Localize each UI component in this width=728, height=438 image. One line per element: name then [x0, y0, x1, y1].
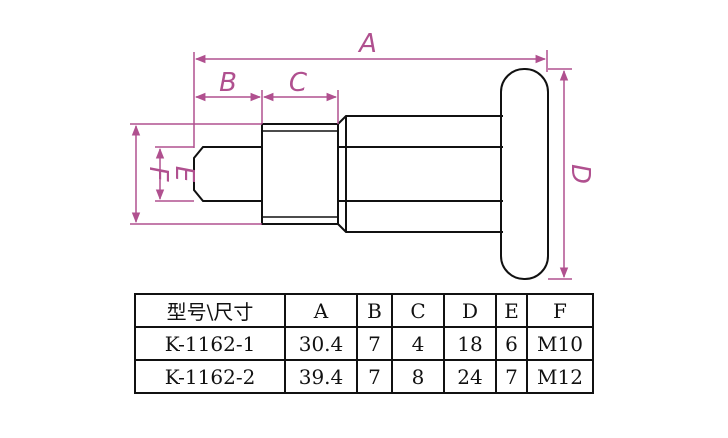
header-d: D	[443, 293, 497, 328]
cell-b: 7	[356, 359, 393, 394]
cell-d: 18	[443, 326, 497, 361]
hex-body	[337, 115, 503, 233]
cell-f: M12	[526, 359, 594, 394]
cell-d: 24	[443, 359, 497, 394]
dim-c-label: C	[289, 68, 308, 98]
dim-a-label: A	[357, 29, 377, 59]
table-header-row: 型号\尺寸 A B C D E F	[134, 293, 594, 328]
pin-tip	[193, 146, 262, 202]
cell-b: 7	[356, 326, 393, 361]
table-row: K-1162-2 39.4 7 8 24 7 M12	[134, 359, 594, 394]
cell-c: 8	[391, 359, 445, 394]
part-outline	[193, 68, 549, 280]
header-c: C	[391, 293, 445, 328]
header-a: A	[284, 293, 358, 328]
cell-model: K-1162-1	[134, 326, 286, 361]
dim-f-label: F	[143, 167, 173, 183]
cell-f: M10	[526, 326, 594, 361]
knob	[500, 68, 549, 280]
dimension-lines	[130, 50, 572, 280]
dim-e-label: E	[169, 166, 199, 183]
cell-c: 4	[391, 326, 445, 361]
cell-model: K-1162-2	[134, 359, 286, 394]
header-model: 型号\尺寸	[134, 293, 286, 328]
header-b: B	[356, 293, 393, 328]
table-row: K-1162-1 30.4 7 4 18 6 M10	[134, 326, 594, 361]
cell-a: 30.4	[284, 326, 358, 361]
dim-b-label: B	[219, 68, 237, 98]
cell-a: 39.4	[284, 359, 358, 394]
spec-table: 型号\尺寸 A B C D E F K-1162-1 30.4 7 4 18 6…	[134, 293, 594, 394]
dim-d-label: D	[565, 164, 595, 184]
cell-e: 7	[495, 359, 528, 394]
header-e: E	[495, 293, 528, 328]
cell-e: 6	[495, 326, 528, 361]
plunger-drawing: A B C F E D	[130, 29, 595, 280]
header-f: F	[526, 293, 594, 328]
threaded-section	[261, 123, 339, 225]
